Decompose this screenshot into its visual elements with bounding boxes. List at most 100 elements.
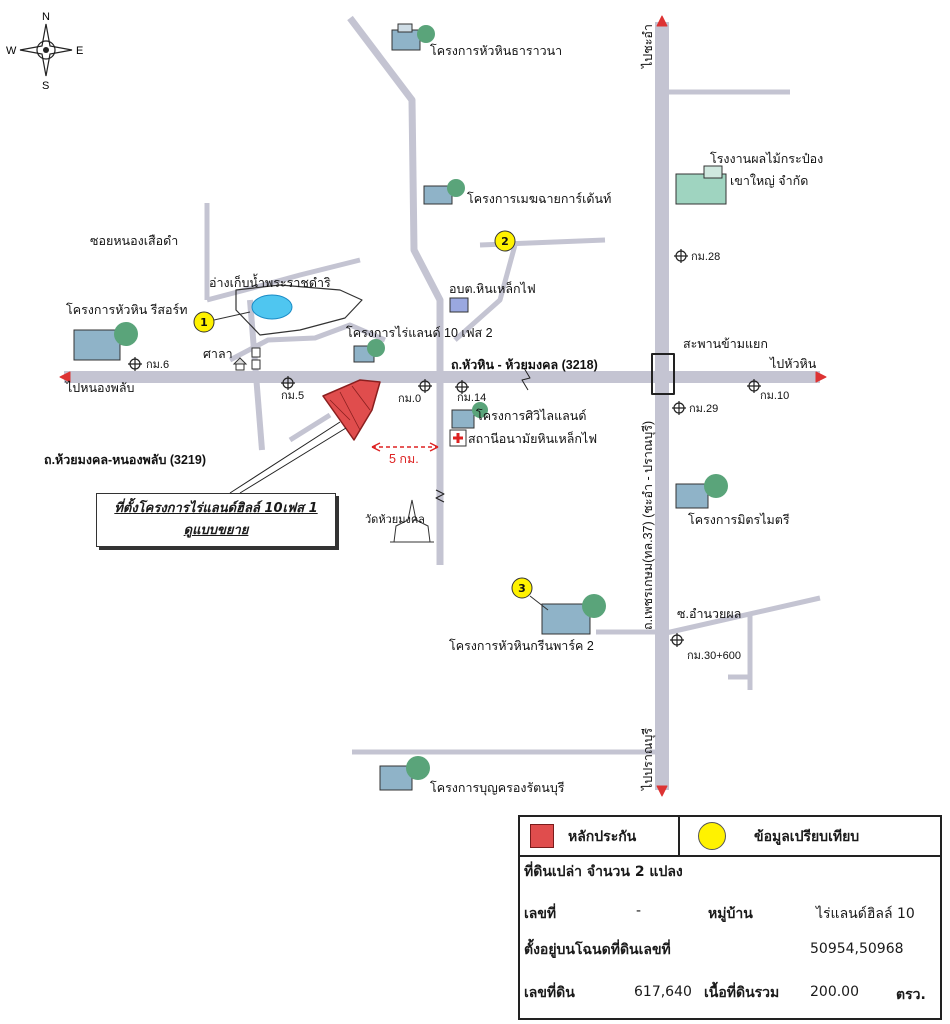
legend-comparable: ข้อมูลเปรียบเทียบ [754, 829, 860, 845]
label-soi-nongsuea: ซอยหนองเสือดำ [90, 234, 178, 248]
label-cannery-2: เขาใหญ่ จำกัด [730, 174, 808, 188]
road-southwest [288, 412, 332, 443]
road-3219 [247, 299, 265, 451]
legend-no-label: เลขที่ [524, 906, 557, 922]
label-sala: ศาลา [203, 347, 233, 361]
comparable-swatch [698, 822, 726, 850]
compass-e: E [76, 45, 83, 57]
collateral-parcel [322, 379, 381, 441]
marker-2-label: 2 [501, 235, 509, 248]
label-tambon: อบต.หินเหล็กไฟ [449, 281, 536, 296]
building-icon-greenpark [541, 594, 606, 635]
road-network [64, 15, 821, 790]
km-marker-6 [128, 357, 142, 371]
legend-deed-label: ตั้งอยู่บนโฉนดที่ดินเลขที่ [524, 942, 671, 958]
label-km0: กม.0 [398, 393, 421, 405]
label-huahin-resort: โครงการหัวหิน รีสอร์ท [66, 302, 188, 317]
label-greenpark: โครงการหัวหินกรีนพาร์ค 2 [449, 638, 594, 653]
building-icon-mayfair [423, 179, 465, 205]
site-pointer [229, 421, 347, 494]
label-boonkrong: โครงการบุญครองรัตนบุรี [430, 780, 565, 796]
km-marker-28 [674, 249, 688, 263]
compass-s: S [42, 80, 49, 90]
label-km10: กม.10 [760, 390, 789, 402]
km-marker-5 [281, 376, 295, 390]
label-highway: ถ.เพชรเกษม(ทล.37) (ชะอำ - ปราณบุรี) [641, 421, 656, 630]
label-bridge: สะพานข้ามแยก [683, 337, 768, 351]
compass-rose: N S E W [6, 10, 86, 92]
label-km28: กม.28 [691, 251, 720, 263]
legend-deed-value: 50954,50968 [810, 941, 904, 957]
building-icons [73, 23, 728, 791]
temple-icon [390, 499, 434, 543]
building-icon-boonkrong [379, 756, 430, 791]
label-to-huahin: ไปหัวหิน [769, 357, 817, 371]
legend-divider [678, 817, 680, 855]
legend-area-value: 200.00 [810, 984, 859, 1000]
health-cross-icon [449, 429, 467, 447]
legend-village-value: ไร่แลนด์ฮิลล์ 10 [816, 906, 915, 922]
arrow-north [656, 15, 668, 27]
label-km5: กม.5 [281, 390, 304, 402]
building-icon-phase2 [353, 339, 385, 363]
site-label-box: ที่ตั้งโครงการไร่แลนด์ฮิลล์ 10เฟส 1 ดูแบ… [96, 493, 336, 547]
label-cannery-1: โรงงานผลไม้กระป๋อง [710, 151, 823, 166]
comparable-markers [193, 230, 549, 611]
bridge-icon [651, 353, 675, 395]
km-crosshairs [128, 249, 761, 647]
label-wat: วัดห้วยมงคล [365, 514, 425, 526]
label-health: สถานีอนามัยหินเหล็กไฟ [468, 431, 597, 446]
soi-nongsuea [204, 203, 361, 303]
km-marker-30 [670, 633, 684, 647]
road-reservoir [228, 322, 386, 363]
marker-3-label: 3 [518, 582, 526, 595]
legend-header: หลักประกัน ข้อมูลเปรียบเทียบ [520, 817, 940, 857]
label-mitmaitri: โครงการมิตรไมตรี [688, 512, 790, 527]
building-icon-tharawana [391, 23, 435, 51]
legend-village-label: หมู่บ้าน [708, 906, 753, 922]
collateral-swatch [530, 824, 554, 848]
sala-icon [232, 357, 248, 371]
compass-n: N [42, 11, 50, 23]
compass-w: W [6, 45, 17, 57]
label-mayfair: โครงการเมฆฉายการ์เด้นท์ [467, 191, 611, 206]
label-km30: กม.30+600 [687, 650, 741, 662]
label-to-pranburi: ไปปราณบุรี [641, 728, 656, 791]
label-to-nongphlap: ไปหนองพลับ [65, 381, 135, 395]
arrow-west [59, 371, 71, 383]
label-civil: โครงการศิวิไลแลนด์ [476, 408, 586, 423]
legend-land-no-value: 617,640 [634, 984, 692, 1000]
building-icon-huahin-resort [73, 322, 138, 361]
compass-icon: N S E W [6, 11, 83, 92]
road-amnuayphon [665, 595, 821, 690]
legend-land-no-label: เลขที่ดิน [524, 985, 575, 1001]
arrow-south [656, 785, 668, 797]
legend-no-value: - [636, 903, 642, 919]
reservoir-boundary [235, 284, 363, 336]
label-km29: กม.29 [689, 403, 718, 415]
legend-table: หลักประกัน ข้อมูลเปรียบเทียบ ที่ดินเปล่า… [518, 815, 942, 1020]
reservoir-water [251, 294, 293, 320]
label-road-3219: ถ.ห้วยมงคล-หนองพลับ (3219) [44, 453, 206, 467]
label-km6: กม.6 [146, 359, 169, 371]
marker-1-label: 1 [200, 316, 208, 329]
building-icon-civil [451, 402, 488, 429]
building-icon-cannery [675, 165, 727, 205]
legend-collateral: หลักประกัน [568, 829, 637, 845]
label-distance: 5 กม. [389, 452, 419, 466]
site-label-line1: ที่ตั้งโครงการไร่แลนด์ฮิลล์ 10เฟส 1 [114, 501, 318, 516]
label-main-road: ถ.หัวหิน - ห้วยมงคล (3218) [451, 358, 598, 372]
km-marker-0 [418, 379, 432, 393]
marker-1 [193, 311, 215, 333]
road-tharawana [347, 15, 444, 565]
building-icon-mitmaitri [675, 474, 728, 509]
label-tharawana: โครงการหัวหินธาราวนา [430, 43, 562, 58]
km-marker-10 [747, 379, 761, 393]
km-marker-29 [672, 401, 686, 415]
site-label-line2: ดูแบบขยาย [183, 523, 249, 538]
building-icon-tambon [449, 297, 469, 313]
label-phase2: โครงการไร่แลนด์ 10 เฟส 2 [346, 325, 493, 340]
km-marker-14 [455, 380, 469, 394]
legend-area-unit: ตรว. [896, 987, 926, 1003]
